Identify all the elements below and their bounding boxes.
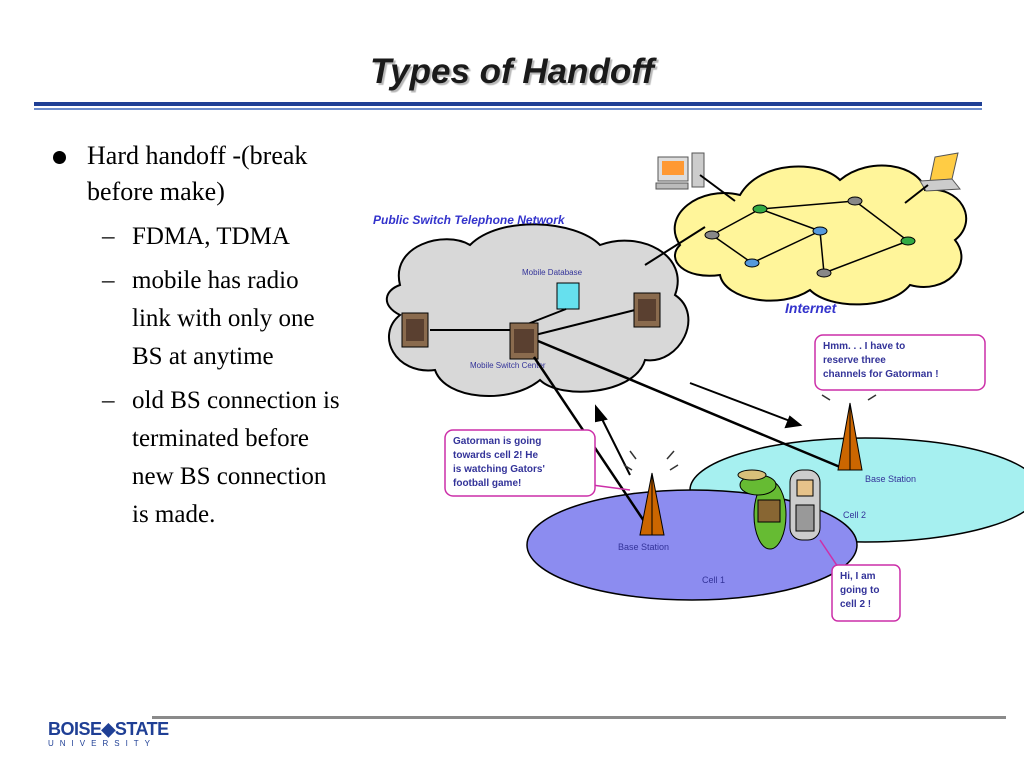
base-station-1-label: Base Station — [618, 542, 669, 552]
callout-left-line: towards cell 2! He — [453, 450, 538, 461]
slide-title: Types of Handoff — [370, 52, 654, 91]
mobile-switch-center-icon — [509, 322, 539, 360]
internet-label: Internet — [785, 300, 838, 316]
dash-icon: – — [102, 223, 115, 250]
cell-phone-icon — [789, 469, 821, 541]
callout-right-line: channels for Gatorman ! — [823, 369, 939, 380]
callout-right-line: reserve three — [823, 355, 886, 366]
sub-bullet-text: old BS connection is terminated before n… — [132, 387, 340, 528]
router-nodes — [704, 196, 916, 278]
dash-icon: – — [102, 267, 115, 294]
sub-bullet-item: – mobile has radio link with only one BS… — [50, 262, 340, 376]
callout-bottom-line: cell 2 ! — [840, 599, 871, 610]
callout-bottom-line: going to — [840, 585, 879, 596]
sub-bullet-text: mobile has radio link with only one BS a… — [132, 267, 315, 370]
bullet-list: Hard handoff -(break before make) – FDMA… — [50, 138, 340, 534]
callout-left-line: is watching Gators' — [453, 464, 545, 475]
callout-right-line: Hmm. . . I have to — [823, 341, 905, 352]
sub-bullet-item: – FDMA, TDMA — [50, 218, 340, 256]
pstn-label: Public Switch Telephone Network — [373, 213, 566, 227]
callout-left: Gatorman is going towards cell 2! He is … — [444, 429, 631, 497]
bullet-text: Hard handoff -(break before make) — [87, 141, 308, 206]
cell-2-label: Cell 2 — [843, 510, 866, 520]
desktop-computer-icon — [655, 152, 705, 190]
switch-icon-right — [633, 292, 661, 328]
mobile-switch-center-label: Mobile Switch Center — [470, 361, 546, 370]
sub-bullet-item: – old BS connection is terminated before… — [50, 382, 340, 534]
cell-1-label: Cell 1 — [702, 575, 725, 585]
switch-icon-left — [401, 312, 429, 348]
title-divider-thin — [34, 108, 982, 110]
logo-subtext: UNIVERSITY — [48, 739, 157, 748]
base-station-tower-1 — [623, 450, 679, 536]
base-station-2-label: Base Station — [865, 474, 916, 484]
title-divider — [34, 102, 982, 106]
pstn-links — [430, 226, 706, 336]
callout-left-line: Gatorman is going — [453, 436, 541, 447]
callout-right: Hmm. . . I have to reserve three channel… — [814, 334, 986, 391]
sub-bullet-text: FDMA, TDMA — [132, 223, 290, 250]
mobile-database-label: Mobile Database — [522, 268, 583, 277]
bullet-dot-icon — [53, 151, 66, 164]
bullet-item: Hard handoff -(break before make) — [50, 138, 340, 210]
callout-bottom: Hi, I am going to cell 2 ! — [819, 539, 901, 622]
signal-arrows — [595, 382, 803, 476]
laptop-icon — [919, 152, 961, 192]
callout-left-line: football game! — [453, 478, 521, 489]
logo-wordmark: BOISE◆STATE — [48, 719, 169, 739]
pstn-cloud — [385, 223, 690, 397]
internet-links — [711, 200, 909, 274]
handoff-diagram: Public Switch Telephone Network Mobile D… — [373, 152, 1024, 622]
gatorman-icon — [737, 469, 787, 550]
footer-divider — [152, 716, 1006, 719]
callout-bottom-line: Hi, I am — [840, 571, 876, 582]
dash-icon: – — [102, 387, 115, 414]
mobile-database-icon — [556, 282, 580, 310]
university-logo: BOISE◆STATE UNIVERSITY — [48, 719, 169, 749]
